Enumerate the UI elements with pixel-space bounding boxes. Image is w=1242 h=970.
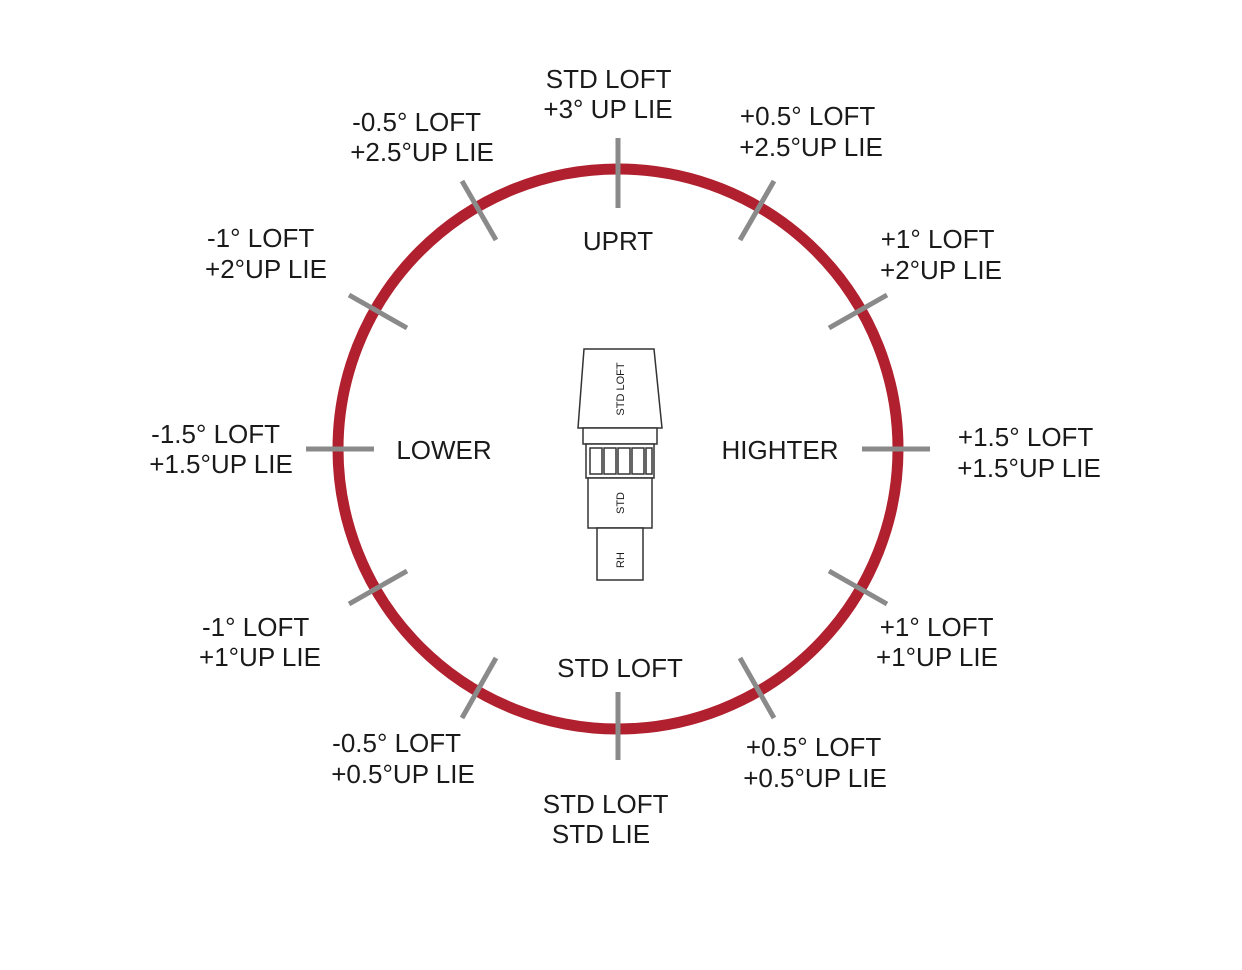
tick-bottom-right bbox=[737, 656, 777, 720]
label-left-upper: -1° LOFT +2°UP LIE bbox=[205, 223, 327, 284]
inner-label-left: LOWER bbox=[396, 435, 491, 465]
label-bottom-left: -0.5° LOFT +0.5°UP LIE bbox=[331, 728, 475, 789]
label-left-upper-line2: +2°UP LIE bbox=[205, 254, 327, 284]
label-right-upper-line2: +2°UP LIE bbox=[880, 255, 1002, 285]
label-left-lower: -1° LOFT +1°UP LIE bbox=[199, 612, 321, 672]
tick-right-lower bbox=[827, 568, 889, 607]
adapter-lower-text: RH bbox=[615, 552, 627, 568]
adapter-slot-2 bbox=[603, 447, 617, 475]
label-bottom-left-line1: -0.5° LOFT bbox=[332, 728, 461, 758]
label-right-lower-line1: +1° LOFT bbox=[880, 612, 994, 642]
adapter-slot-5 bbox=[645, 447, 653, 475]
label-top-left-line2: +2.5°UP LIE bbox=[350, 137, 494, 167]
label-top-right: +0.5° LOFT +2.5°UP LIE bbox=[739, 101, 883, 162]
adapter-slot-4 bbox=[631, 447, 645, 475]
label-right-lower: +1° LOFT +1°UP LIE bbox=[876, 612, 1000, 672]
label-left-lower-line2: +1°UP LIE bbox=[199, 642, 321, 672]
tick-marks bbox=[306, 138, 930, 760]
label-right-upper-line1: +1° LOFT bbox=[881, 224, 995, 254]
label-bottom: STD LOFT STD LIE bbox=[543, 789, 675, 849]
inner-labels: UPRT LOWER HIGHTER STD LOFT bbox=[396, 226, 838, 683]
adapter-slot-1 bbox=[589, 447, 603, 475]
inner-label-bottom: STD LOFT bbox=[557, 653, 683, 683]
inner-label-right: HIGHTER bbox=[722, 435, 839, 465]
label-right: +1.5° LOFT +1.5°UP LIE bbox=[957, 422, 1101, 483]
label-left-upper-line1: -1° LOFT bbox=[207, 223, 314, 253]
label-top-line2: +3° UP LIE bbox=[543, 94, 672, 124]
label-top: STD LOFT +3° UP LIE bbox=[543, 64, 678, 124]
tick-left-lower bbox=[347, 568, 409, 607]
label-right-line2: +1.5°UP LIE bbox=[957, 453, 1101, 483]
adapter-sleeve-band bbox=[582, 427, 658, 445]
tick-bottom-left bbox=[459, 656, 499, 720]
tick-top-right bbox=[737, 179, 777, 242]
label-left-lower-line1: -1° LOFT bbox=[202, 612, 309, 642]
tick-left-upper bbox=[347, 292, 409, 331]
adapter-tip bbox=[596, 527, 644, 581]
label-top-line1: STD LOFT bbox=[546, 64, 672, 94]
label-left-line1: -1.5° LOFT bbox=[151, 419, 280, 449]
adapter-slot-3 bbox=[617, 447, 631, 475]
label-top-right-line2: +2.5°UP LIE bbox=[739, 132, 883, 162]
label-left: -1.5° LOFT +1.5°UP LIE bbox=[149, 419, 293, 479]
position-labels: STD LOFT +3° UP LIE +0.5° LOFT +2.5°UP L… bbox=[149, 64, 1101, 849]
tick-top-left bbox=[459, 179, 499, 242]
label-left-line2: +1.5°UP LIE bbox=[149, 449, 293, 479]
label-right-lower-line2: +1°UP LIE bbox=[876, 642, 998, 672]
tick-right-upper bbox=[827, 292, 889, 331]
label-bottom-line2: STD LIE bbox=[552, 819, 650, 849]
label-bottom-left-line2: +0.5°UP LIE bbox=[331, 759, 475, 789]
hosel-adapter: STD LOFT STD RH bbox=[577, 348, 663, 581]
adapter-upper-text: STD LOFT bbox=[615, 362, 627, 415]
label-right-upper: +1° LOFT +2°UP LIE bbox=[880, 224, 1002, 285]
label-bottom-right: +0.5° LOFT +0.5°UP LIE bbox=[743, 732, 888, 793]
label-top-right-line1: +0.5° LOFT bbox=[740, 101, 876, 131]
label-top-left-line1: -0.5° LOFT bbox=[352, 107, 481, 137]
adapter-top-sleeve bbox=[577, 348, 663, 429]
inner-label-top: UPRT bbox=[583, 226, 653, 256]
adapter-middle-text: STD bbox=[615, 492, 627, 514]
label-top-left: -0.5° LOFT +2.5°UP LIE bbox=[350, 107, 494, 167]
label-bottom-right-line1: +0.5° LOFT bbox=[746, 732, 882, 762]
label-bottom-right-line2: +0.5°UP LIE bbox=[743, 763, 887, 793]
label-bottom-line1: STD LOFT bbox=[543, 789, 669, 819]
label-right-line1: +1.5° LOFT bbox=[958, 422, 1094, 452]
